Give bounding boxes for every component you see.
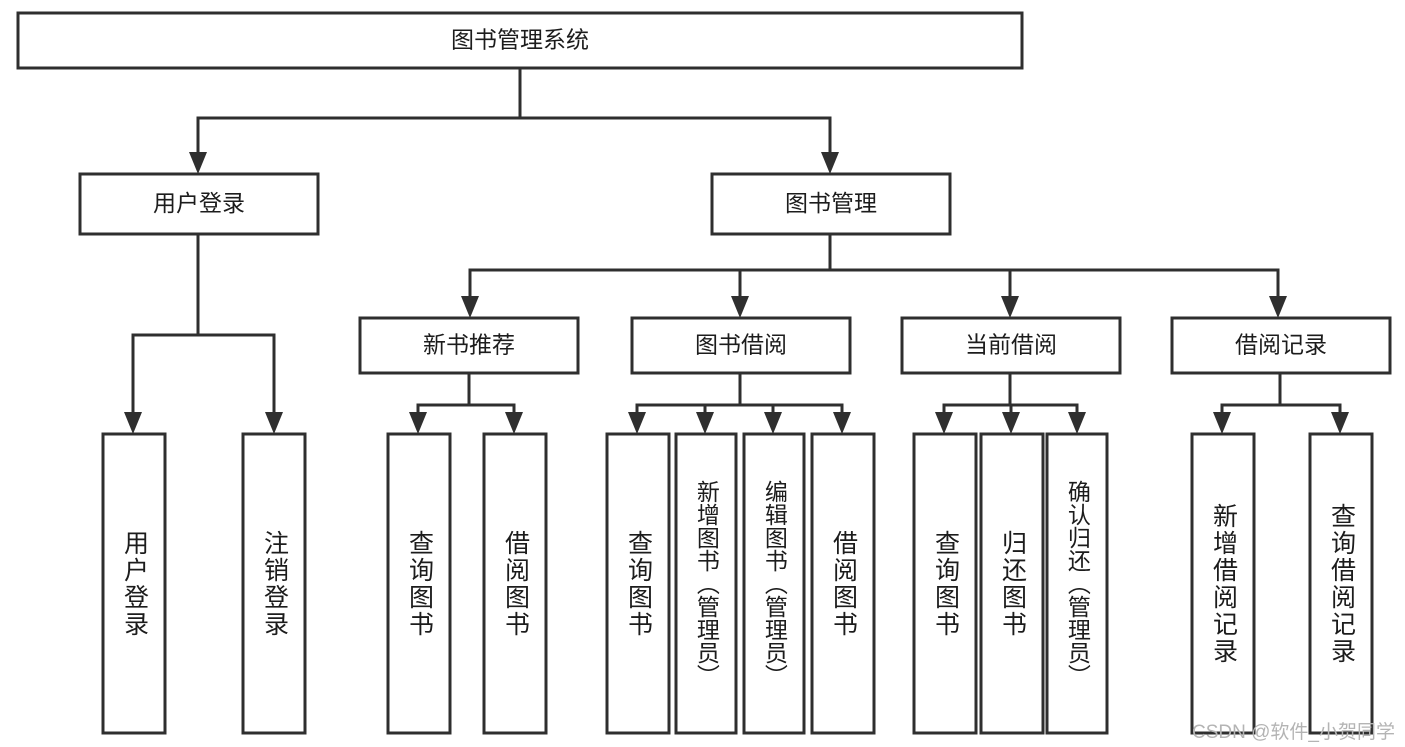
leaf-arrow-head: [1213, 412, 1231, 434]
node-box-book-borrow[interactable]: [630, 316, 852, 375]
leaf-arrow-head: [1068, 412, 1086, 434]
leaf-arrow-head: [935, 412, 953, 434]
node-label-current-borrow: 当前借阅: [965, 332, 1057, 358]
leaf-arrow-head: [696, 412, 714, 434]
level1-arrow-head: [189, 152, 207, 174]
leaf-arrow-head: [265, 412, 283, 434]
boxes-layer: [16, 11, 1392, 735]
leaf-arrow-head: [764, 412, 782, 434]
level1-arrow-head: [821, 152, 839, 174]
node-box-book-manage[interactable]: [710, 172, 952, 236]
node-box-leaf-borrow-book-1[interactable]: [482, 432, 548, 735]
node-box-leaf-edit-book[interactable]: [742, 432, 806, 735]
node-box-leaf-borrow-book-2[interactable]: [810, 432, 876, 735]
leaf-arrow-head: [1331, 412, 1349, 434]
node-box-user-login[interactable]: [78, 172, 320, 236]
node-box-leaf-query-book-1[interactable]: [386, 432, 452, 735]
node-box-leaf-user-login[interactable]: [101, 432, 167, 735]
leaf-arrow-head: [409, 412, 427, 434]
node-box-current-borrow[interactable]: [900, 316, 1122, 375]
leaf-arrow-head: [1002, 412, 1020, 434]
node-box-leaf-query-book-3[interactable]: [912, 432, 978, 735]
node-label-new-book-rec: 新书推荐: [423, 332, 515, 358]
level2-arrow-head: [1001, 296, 1019, 318]
node-box-leaf-query-record[interactable]: [1308, 432, 1374, 735]
node-label-borrow-record: 借阅记录: [1235, 332, 1327, 358]
node-label-book-borrow: 图书借阅: [695, 332, 787, 358]
connectors-layer: [124, 66, 1349, 434]
csdn-watermark: CSDN @软件_小贺同学: [1192, 722, 1395, 743]
level2-arrow-head: [461, 296, 479, 318]
node-box-leaf-add-record[interactable]: [1190, 432, 1256, 735]
node-box-borrow-record[interactable]: [1170, 316, 1392, 375]
node-box-root[interactable]: [16, 11, 1024, 70]
node-label-user-login: 用户登录: [153, 190, 245, 216]
node-box-leaf-return-book[interactable]: [979, 432, 1045, 735]
node-label-root: 图书管理系统: [451, 27, 589, 53]
level2-arrow-head: [731, 296, 749, 318]
level2-arrow-head: [1269, 296, 1287, 318]
node-box-leaf-query-book-2[interactable]: [605, 432, 671, 735]
node-box-leaf-logout[interactable]: [241, 432, 307, 735]
leaf-arrow-head: [124, 412, 142, 434]
node-box-new-book-rec[interactable]: [358, 316, 580, 375]
node-box-leaf-add-book[interactable]: [674, 432, 738, 735]
node-box-leaf-confirm-return[interactable]: [1045, 432, 1109, 735]
leaf-arrow-head: [833, 412, 851, 434]
leaf-arrow-head: [505, 412, 523, 434]
node-label-book-manage: 图书管理: [785, 190, 877, 216]
leaf-arrow-head: [628, 412, 646, 434]
